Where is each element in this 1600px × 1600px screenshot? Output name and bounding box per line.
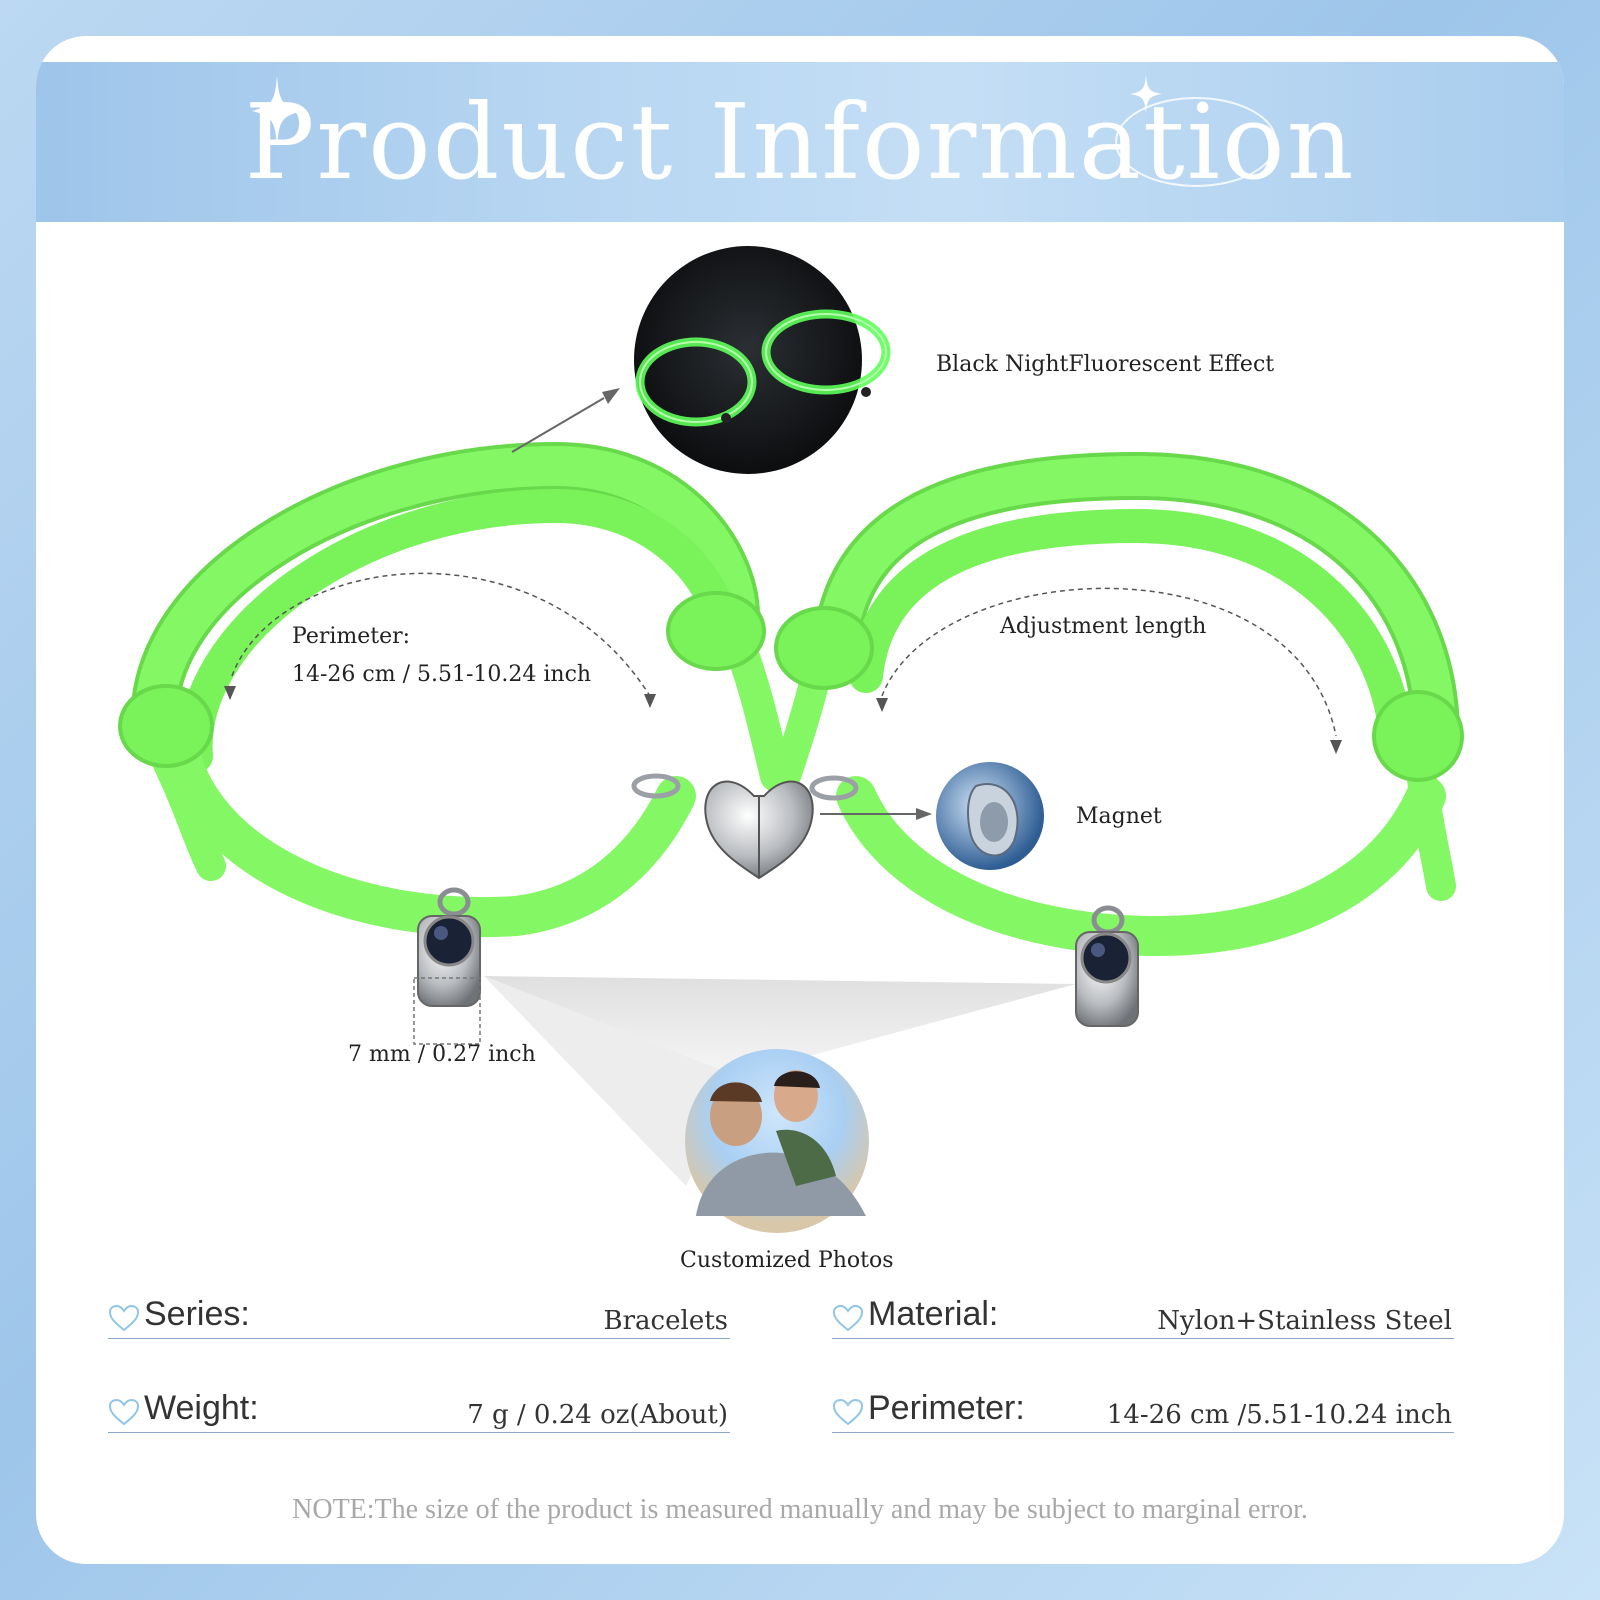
heart-outline-icon: [832, 1304, 864, 1332]
bracelet-illustration: [118, 246, 1464, 1233]
product-info-card: Product Information: [36, 36, 1564, 1564]
spec-weight: Weight: 7 g / 0.24 oz(About): [108, 1384, 730, 1433]
spec-material-value: Nylon+Stainless Steel: [1157, 1306, 1452, 1336]
spec-weight-label: Weight:: [144, 1389, 259, 1427]
fluorescent-effect-label: Black NightFluorescent Effect: [936, 352, 1275, 377]
spec-material: Material: Nylon+Stainless Steel: [832, 1290, 1454, 1339]
magnet-bubble: [936, 762, 1044, 870]
left-photo-bead: [413, 887, 481, 1045]
perimeter-arc: [231, 572, 651, 697]
heart-outline-icon: [108, 1398, 140, 1426]
fluorescent-effect-bubble: [634, 246, 891, 474]
adjustment-length-label: Adjustment length: [1000, 614, 1207, 639]
spec-series-label: Series:: [144, 1295, 250, 1333]
magnet-label: Magnet: [1076, 804, 1162, 829]
perimeter-callout: Perimeter: 14-26 cm / 5.51-10.24 inch: [292, 624, 592, 687]
right-photo-bead: [1075, 905, 1139, 1027]
spec-perimeter-value: 14-26 cm /5.51-10.24 inch: [1106, 1400, 1452, 1430]
bead-size-label: 7 mm / 0.27 inch: [348, 1042, 536, 1067]
heart-outline-icon: [832, 1398, 864, 1426]
spec-series-value: Bracelets: [603, 1306, 728, 1336]
measurement-note: NOTE:The size of the product is measured…: [292, 1494, 1308, 1525]
customized-photo-bubble: [685, 1049, 869, 1233]
spec-perimeter-label: Perimeter:: [868, 1389, 1025, 1427]
magnet-heart-clasp: [631, 773, 859, 880]
spec-perimeter: Perimeter: 14-26 cm /5.51-10.24 inch: [832, 1384, 1454, 1433]
left-bracelet: [118, 441, 792, 937]
heart-outline-icon: [108, 1304, 140, 1332]
adjustment-arc: [881, 587, 1337, 737]
spec-material-label: Material:: [868, 1295, 999, 1333]
sparkle-icon: [252, 76, 302, 146]
right-bracelet: [771, 451, 1464, 957]
header-banner: Product Information: [36, 62, 1564, 222]
orbit-sparkle-icon: [1115, 74, 1277, 187]
projection-beam: [484, 976, 1076, 1076]
spec-weight-value: 7 g / 0.24 oz(About): [467, 1400, 728, 1430]
customized-photos-label: Customized Photos: [680, 1248, 894, 1273]
spec-series: Series: Bracelets: [108, 1290, 730, 1339]
